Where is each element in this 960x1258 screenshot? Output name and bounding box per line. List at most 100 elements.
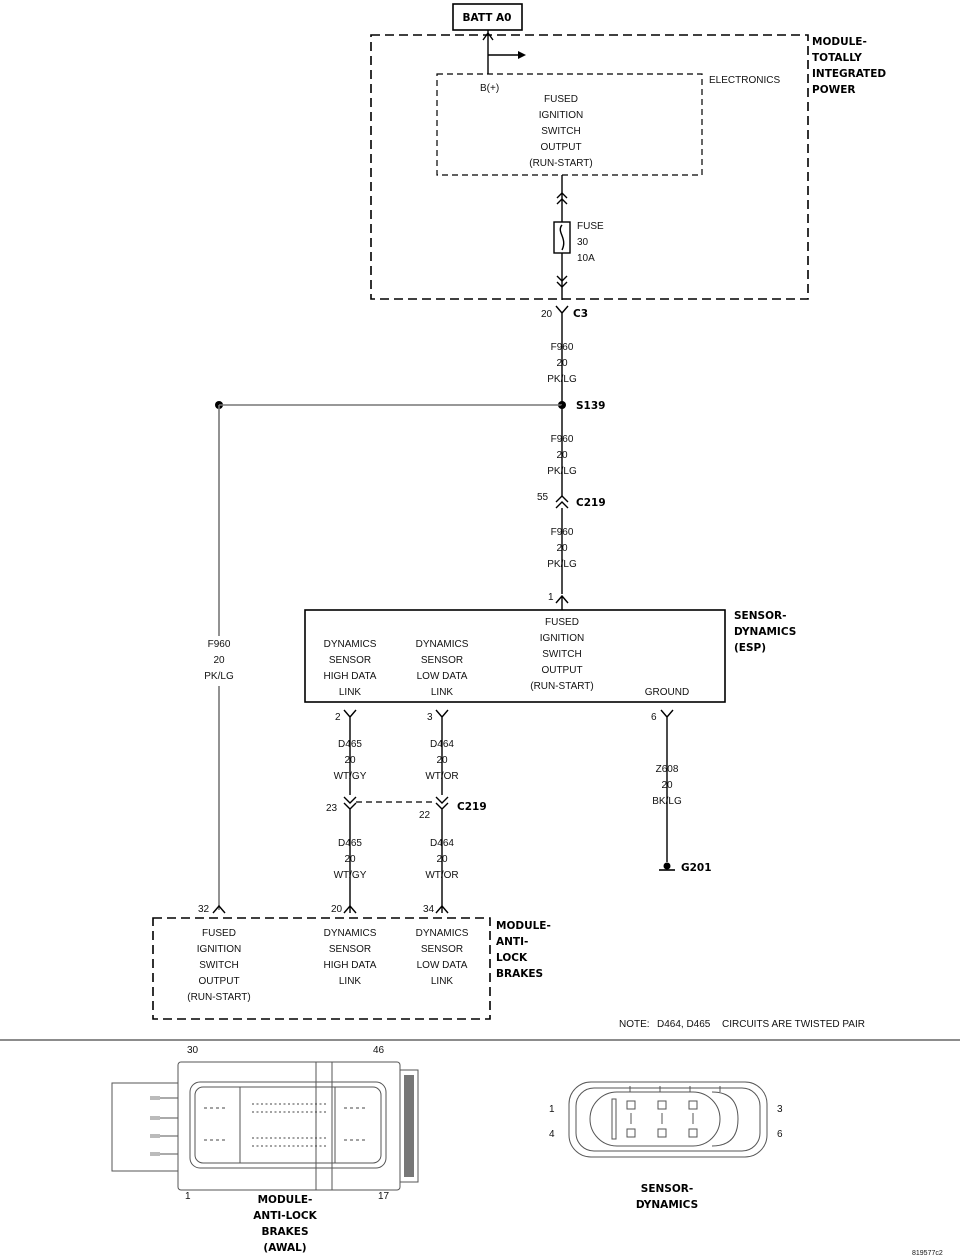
esp-title: SENSOR- DYNAMICS (ESP) [734, 610, 796, 654]
esp-module-box [304, 609, 726, 703]
svg-text:DYNAMICS: DYNAMICS [734, 626, 796, 638]
wire-label-d464-2: D464 20 WT/OR [425, 838, 458, 881]
svg-text:POWER: POWER [812, 84, 855, 96]
svg-text:IGNITION: IGNITION [540, 633, 584, 644]
c3-label: C3 [573, 308, 588, 320]
wire-label-d464-1: D464 20 WT/OR [425, 739, 458, 782]
svg-text:(AWAL): (AWAL) [263, 1242, 306, 1254]
esp-pin-2: 2 [335, 712, 341, 723]
svg-text:SENSOR: SENSOR [421, 944, 463, 955]
wire-label-f960-3: F960 20 PK/LG [547, 527, 577, 570]
svg-text:PK/LG: PK/LG [547, 374, 577, 385]
svg-text:20: 20 [436, 854, 448, 865]
svg-text:20: 20 [556, 450, 568, 461]
figure-id: 819577c2 [912, 1250, 943, 1257]
svg-text:FUSED: FUSED [202, 928, 236, 939]
svg-text:LINK: LINK [431, 976, 454, 987]
svg-text:D465: D465 [338, 739, 362, 750]
svg-text:FUSE: FUSE [577, 221, 604, 232]
c219-lower-pin-23: 23 [326, 803, 338, 814]
abs-pin-32: 32 [198, 904, 210, 915]
abs-pin-20: 20 [331, 904, 343, 915]
svg-text:D464: D464 [430, 838, 454, 849]
svg-text:F960: F960 [551, 527, 574, 538]
tipm-output-label: FUSED IGNITION SWITCH OUTPUT (RUN-START) [529, 94, 593, 169]
svg-text:SENSOR: SENSOR [329, 655, 371, 666]
abs-fused-ignition: FUSED IGNITION SWITCH OUTPUT (RUN-START) [187, 928, 251, 1003]
s139-label: S139 [576, 400, 605, 412]
svg-text:20: 20 [556, 358, 568, 369]
svg-text:LINK: LINK [339, 976, 362, 987]
twisted-pair-note: NOTE: D464, D465 CIRCUITS ARE TWISTED PA… [619, 1019, 865, 1030]
svg-text:SENSOR: SENSOR [329, 944, 371, 955]
fuse-label: FUSE 30 10A [577, 221, 604, 264]
svg-text:ANTI-LOCK: ANTI-LOCK [253, 1210, 317, 1222]
svg-text:DYNAMICS: DYNAMICS [416, 639, 469, 650]
svg-text:IGNITION: IGNITION [197, 944, 241, 955]
svg-text:HIGH DATA: HIGH DATA [324, 671, 377, 682]
abs-high-data-link: DYNAMICS SENSOR HIGH DATA LINK [324, 928, 377, 987]
svg-text:F960: F960 [551, 434, 574, 445]
svg-text:WT/GY: WT/GY [334, 870, 367, 881]
esp-pin-3: 3 [427, 712, 433, 723]
svg-text:6: 6 [777, 1129, 783, 1140]
svg-text:SENSOR: SENSOR [421, 655, 463, 666]
svg-text:3: 3 [777, 1104, 783, 1115]
svg-text:MODULE-: MODULE- [812, 36, 867, 48]
wire-label-f960-2: F960 20 PK/LG [547, 434, 577, 477]
bplus-label: B(+) [480, 83, 499, 94]
svg-text:WT/GY: WT/GY [334, 771, 367, 782]
sensor-connector-view: 1 4 3 6 SENSOR- DYNAMICS [549, 1081, 783, 1211]
svg-text:FUSED: FUSED [545, 617, 579, 628]
svg-text:1: 1 [185, 1191, 191, 1202]
svg-text:(RUN-START): (RUN-START) [529, 158, 593, 169]
svg-text:F960: F960 [208, 639, 231, 650]
wire-label-z608: Z608 20 BK/LG [652, 764, 682, 807]
svg-text:D464, D465: D464, D465 [657, 1019, 711, 1030]
svg-text:PK/LG: PK/LG [547, 466, 577, 477]
svg-text:LOCK: LOCK [496, 952, 528, 964]
svg-text:30: 30 [577, 237, 589, 248]
svg-text:DYNAMICS: DYNAMICS [636, 1199, 698, 1211]
g201-label: G201 [681, 862, 712, 874]
tipm-title: MODULE- TOTALLY INTEGRATED POWER [812, 36, 886, 96]
svg-text:DYNAMICS: DYNAMICS [324, 639, 377, 650]
svg-text:FUSED: FUSED [544, 94, 578, 105]
svg-text:Z608: Z608 [656, 764, 679, 775]
svg-text:CIRCUITS ARE TWISTED PAIR: CIRCUITS ARE TWISTED PAIR [722, 1019, 865, 1030]
svg-text:20: 20 [556, 543, 568, 554]
svg-text:BK/LG: BK/LG [652, 796, 682, 807]
svg-text:D464: D464 [430, 739, 454, 750]
svg-text:20: 20 [213, 655, 225, 666]
abs-pin-34: 34 [423, 904, 435, 915]
svg-text:1: 1 [549, 1104, 555, 1115]
c219-upper-label: C219 [576, 497, 606, 509]
svg-text:30: 30 [187, 1045, 199, 1056]
svg-text:OUTPUT: OUTPUT [541, 665, 582, 676]
esp-pin-1: 1 [548, 592, 554, 603]
c219-lower-label: C219 [457, 801, 487, 813]
svg-text:NOTE:: NOTE: [619, 1019, 650, 1030]
abs-low-data-link: DYNAMICS SENSOR LOW DATA LINK [416, 928, 469, 987]
abs-module-box [152, 917, 491, 1020]
esp-ground: GROUND [645, 687, 689, 698]
c219-lower-pin-22: 22 [419, 810, 431, 821]
svg-text:F960: F960 [551, 342, 574, 353]
esp-pin-6: 6 [651, 712, 657, 723]
c3-pin: 20 [541, 309, 553, 320]
svg-text:OUTPUT: OUTPUT [540, 142, 581, 153]
svg-text:DYNAMICS: DYNAMICS [416, 928, 469, 939]
svg-text:TOTALLY: TOTALLY [812, 52, 862, 64]
svg-text:MODULE-: MODULE- [496, 920, 551, 932]
svg-text:20: 20 [344, 854, 356, 865]
svg-text:(RUN-START): (RUN-START) [187, 992, 251, 1003]
svg-text:ANTI-: ANTI- [496, 936, 528, 948]
svg-text:SENSOR-: SENSOR- [734, 610, 786, 622]
svg-text:LINK: LINK [339, 687, 362, 698]
wire-label-f960-4: F960 20 PK/LG [198, 636, 240, 686]
svg-text:LINK: LINK [431, 687, 454, 698]
esp-high-data-link: DYNAMICS SENSOR HIGH DATA LINK [324, 639, 377, 698]
svg-text:46: 46 [373, 1045, 385, 1056]
svg-text:(RUN-START): (RUN-START) [530, 681, 594, 692]
